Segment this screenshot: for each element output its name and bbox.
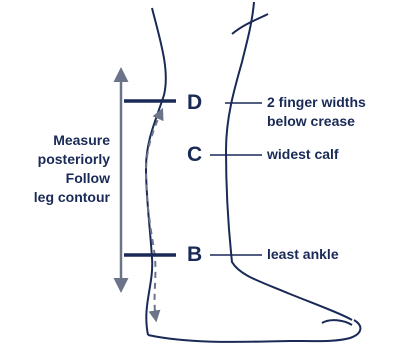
point-c-letter: C bbox=[187, 143, 202, 167]
measure-note-line4: leg contour bbox=[34, 188, 110, 207]
point-c-note: widest calf bbox=[267, 145, 339, 164]
measure-note-line2: posteriorly bbox=[34, 150, 110, 169]
foot-sole-outline bbox=[148, 320, 360, 342]
point-b-note: least ankle bbox=[267, 245, 339, 264]
point-d-letter: D bbox=[187, 91, 202, 115]
measure-note-line3: Follow bbox=[34, 169, 110, 188]
measure-note-line1: Measure bbox=[34, 131, 110, 150]
point-d-note-line2: below crease bbox=[267, 112, 366, 131]
measure-note: Measure posteriorly Follow leg contour bbox=[34, 131, 110, 207]
toenail bbox=[322, 320, 352, 325]
point-d-note-line1: 2 finger widths bbox=[267, 93, 366, 112]
point-d-note: 2 finger widths below crease bbox=[267, 93, 366, 131]
point-b-letter: B bbox=[187, 243, 202, 267]
